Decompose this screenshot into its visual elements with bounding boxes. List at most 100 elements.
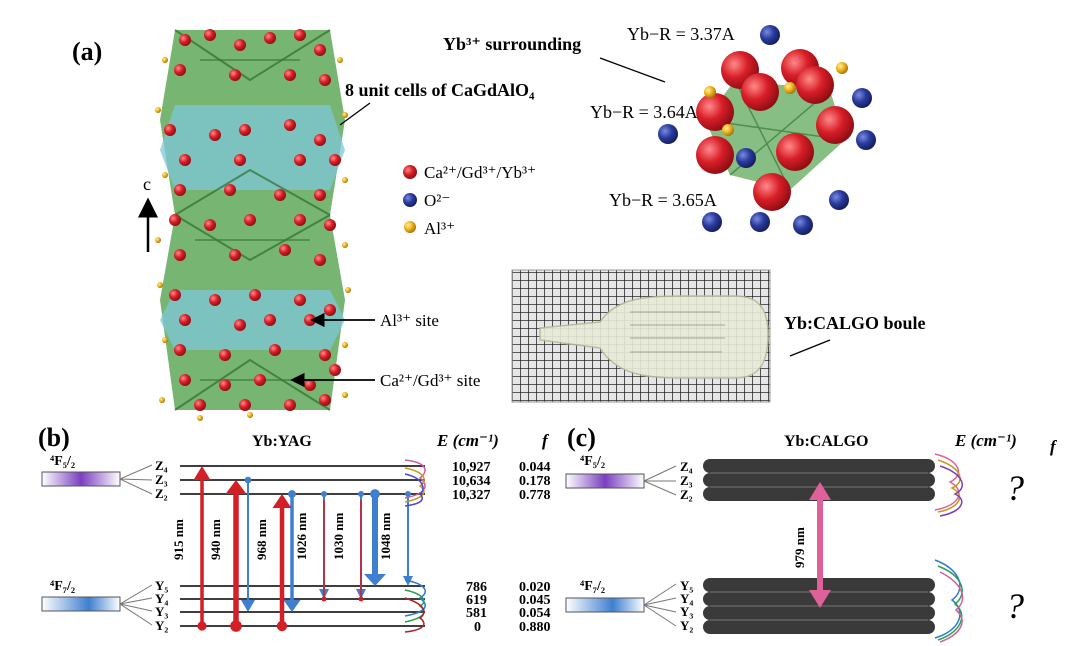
e-y4: 619 [466,593,487,608]
yb-blue-atom [750,212,770,232]
f-z3: 0.178 [519,474,551,489]
unit-cells-label: 8 unit cells of CaGdAlO₄ [345,80,535,100]
red-atom [264,314,276,326]
panel-b-level-names: Z₄ Z₃ Z₂ Y₅ Y₄ Y₃ Y₂ [155,458,168,633]
yellow-atom [337,57,343,63]
red-atom [294,154,306,166]
red-atom [244,214,256,226]
red-atom [179,374,191,386]
yellow-atom [162,337,168,343]
wavelength-label: 1030 nm [331,513,346,560]
emission-origin-dot [358,491,364,497]
red-atom [169,214,181,226]
boule-label: Yb:CALGO boule [784,313,926,333]
c-axis-label: c [143,174,151,194]
red-atom [314,189,326,201]
yellow-atom [155,107,161,113]
panel-b-spectral-curves [404,459,426,633]
panel-b-col-f: f [542,431,550,450]
level-y2: Y₂ [155,618,168,633]
c-level-y2: Y₂ [680,618,693,633]
red-atom [319,74,331,86]
wavelength-979: 979 nm [792,527,807,568]
absorption-origin-dot [276,620,288,632]
panel-c-lower-manifold-label: ⁴F₇/₂ [580,579,605,594]
atom-legend: Ca²⁺/Gd³⁺/Yb³⁺ O²⁻ Al³⁺ [403,163,536,238]
e-y5: 786 [466,580,487,595]
panel-b-lower-manifold-label: ⁴F₇/₂ [50,579,75,594]
level-z4: Z₄ [155,458,168,473]
legend-yellow-ball-icon [404,221,416,233]
level-y5: Y₅ [155,578,168,593]
c-level-y3: Y₃ [680,604,693,619]
red-atom [329,364,341,376]
panel-c-upper-manifold-label: ⁴F₅/₂ [580,454,605,469]
legend-aluminum: Al³⁺ [424,219,455,238]
absorption-arrowhead [272,494,292,508]
red-atom [314,44,326,56]
red-atom [324,304,336,316]
red-atom [179,154,191,166]
yb-surrounding-leader [599,57,666,83]
panel-c-level-names: Z₄ Z₃ Z₂ Y₅ Y₄ Y₃ Y₂ [680,459,693,633]
emission-origin-dot [288,490,296,498]
red-atom [329,154,341,166]
yb-blue-atom [829,190,849,210]
red-atom [294,294,306,306]
absorption-arrowhead [193,466,211,480]
level-z2: Z₂ [155,486,168,501]
red-atom [234,154,246,166]
yb-red-atom [816,106,854,144]
red-atom [234,319,246,331]
red-atom [284,119,296,131]
yellow-atom [342,177,348,183]
c-level-y4: Y₄ [680,591,693,606]
red-atom [249,289,261,301]
red-atom [284,69,296,81]
yb-blue-atom [760,25,780,45]
emission-origin-dot [370,489,380,499]
crystal-structure [155,29,351,421]
boule-photo [511,269,771,403]
f-z4: 0.044 [519,460,551,475]
c-level-z3: Z₃ [680,473,693,488]
red-atom [269,344,281,356]
red-atom [174,184,186,196]
yellow-atom [157,282,163,288]
e-y3: 581 [466,606,487,621]
yellow-atom [342,242,348,248]
panel-b-level-lines [180,465,425,627]
panel-b-upper-manifold-label: ⁴F₅/₂ [50,454,75,469]
panel-a-label: (a) [72,37,102,66]
distance-2: Yb−R = 3.64A [590,102,698,122]
yellow-atom [342,392,348,398]
e-z2: 10,327 [452,488,491,503]
f-y5: 0.020 [519,580,551,595]
red-atom [264,32,276,44]
yb-red-atom [741,73,779,111]
red-atom [174,64,186,76]
yb-red-atom [753,173,791,211]
level-y4: Y₄ [155,591,168,606]
red-atom [319,349,331,361]
panel-b-lower-manifold: ⁴F₇/₂ [41,579,153,626]
yb-yellow-atom [784,82,796,94]
yb-blue-atom [793,215,813,235]
red-atom [314,254,326,266]
red-atom [209,294,221,306]
red-atom [179,34,191,46]
red-atom [179,314,191,326]
red-atom [274,189,286,201]
c-axis: c [138,174,158,252]
e-z4: 10,927 [452,460,491,475]
legend-ca-gd-yb: Ca²⁺/Gd³⁺/Yb³⁺ [424,163,536,182]
level-z3: Z₃ [155,472,168,487]
c-level-z2: Z₂ [680,487,693,502]
yellow-atom [155,237,161,243]
level-y3: Y₃ [155,604,168,619]
c-level-y5: Y₅ [680,578,693,593]
yellow-atom [342,112,348,118]
yb-blue-atom [658,124,678,144]
